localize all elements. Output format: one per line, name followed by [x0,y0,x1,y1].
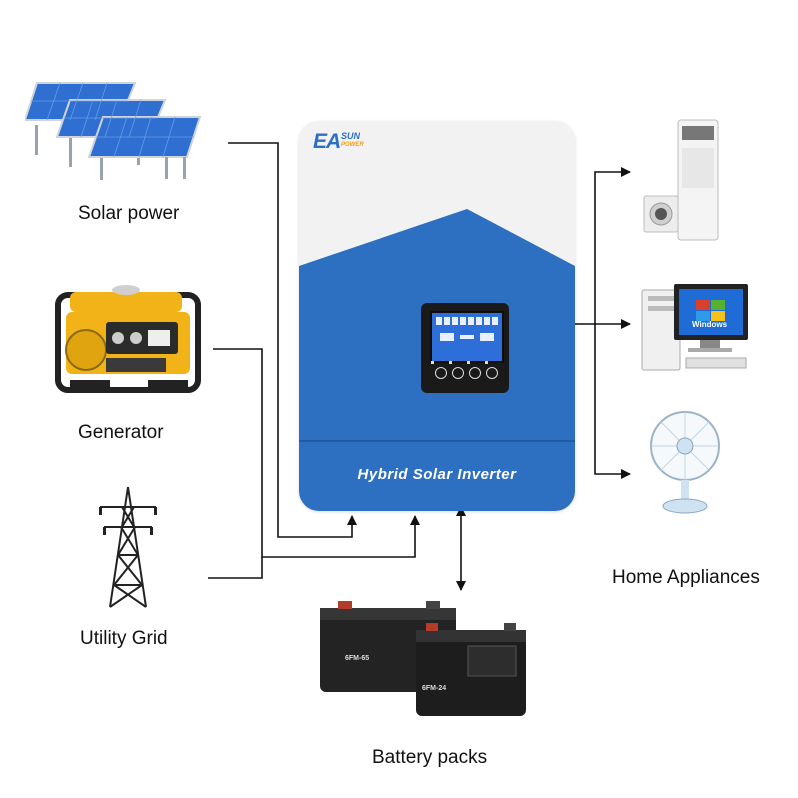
home-appliances-label: Home Appliances [612,567,760,588]
grid-wire [208,557,263,579]
control-panel [421,303,509,393]
computer-icon [641,284,748,371]
monitor-text: Windows [692,320,728,329]
solar-panel-icon [25,82,202,180]
panel-button-4[interactable] [486,367,498,379]
transmission-tower-icon [99,486,157,608]
electric-fan-icon [650,411,720,514]
output-wire-fan [594,324,631,479]
inverter-title: Hybrid Solar Inverter [357,466,517,483]
panel-button-1[interactable] [435,367,447,379]
generator-icon [55,285,201,393]
panel-button-3[interactable] [469,367,481,379]
battery-icon [320,601,526,716]
panel-button-2[interactable] [452,367,464,379]
battery-packs-label: Battery packs [372,747,488,768]
lcd-display [430,311,504,363]
battery-model-b: 6FM-24 [422,685,447,692]
solar-wire [228,142,357,538]
battery-model-a: 6FM-65 [345,655,370,662]
brand-logo: EA SUN POWER [313,130,364,153]
output-trunk [575,167,631,325]
air-conditioner-icon [643,119,719,241]
utility-grid-label: Utility Grid [80,628,168,649]
generator-label: Generator [78,422,164,443]
solar-power-label: Solar power [78,203,180,224]
hybrid-inverter: EA SUN POWER Hybrid Solar Inverter [299,121,575,511]
